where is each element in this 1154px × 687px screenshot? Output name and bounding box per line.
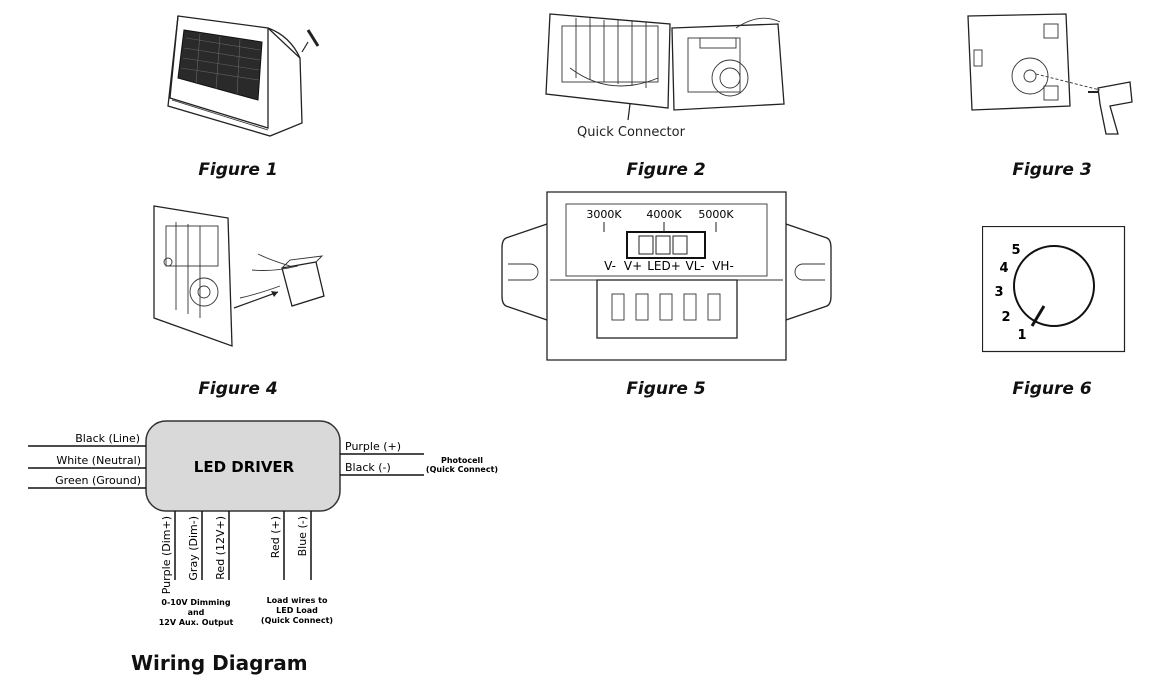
wire-label-green-ground: Green (Ground) [55,474,141,487]
dim-note-line-1: 0-10V Dimming [161,598,230,607]
terminal-label-vl-minus: VL- [685,259,704,273]
figure-6-caption: Figure 6 [1012,379,1092,399]
led-driver-label: LED DRIVER [194,458,295,476]
cct-3000k-label: 3000K [586,208,622,221]
cct-4000k-label: 4000K [646,208,682,221]
dim-note-line-3: 12V Aux. Output [159,618,234,627]
dial-number-4: 4 [999,261,1008,276]
terminal-labels: V- V+ LED+ VL- VH- [604,259,734,273]
photocell-label: Photocell [441,456,483,465]
terminal-label-led-plus: LED+ [647,259,681,273]
dial-number-3: 3 [994,285,1003,300]
dial-number-2: 2 [1001,310,1010,325]
figure-6-illustration: 5 4 3 2 1 [982,226,1126,353]
terminal-label-v-minus: V- [604,259,616,273]
figure-3-illustration [967,13,1133,135]
figure-2-illustration: Quick Connector [545,13,785,140]
figure-4-illustration [153,205,325,347]
wire-label-blue-minus: Blue (-) [296,516,309,556]
cct-selector-labels: 3000K 4000K 5000K [586,208,734,232]
figure-1-illustration [167,15,320,137]
dim-note-line-2: and [188,608,205,617]
wire-label-purple-dim-plus: Purple (Dim+) [160,516,173,594]
cct-5000k-label: 5000K [698,208,734,221]
quick-connector-callout: Quick Connector [577,125,686,140]
figure-3-caption: Figure 3 [1012,160,1092,180]
terminal-label-v-plus: V+ [624,259,642,273]
dial-number-1: 1 [1017,328,1026,343]
load-note-line-2: LED Load [276,606,318,615]
led-driver-box [145,420,341,512]
wire-label-red-plus: Red (+) [269,516,282,558]
wire-label-white-neutral: White (Neutral) [56,454,141,467]
load-note-line-1: Load wires to [267,596,328,605]
load-note-line-3: (Quick Connect) [261,616,333,625]
wiring-diagram: LED DRIVER Black (Line) White (Neutral) … [28,420,498,627]
terminal-label-vh-minus: VH- [712,259,734,273]
dial-number-5: 5 [1011,243,1020,258]
figure-2-caption: Figure 2 [626,160,706,180]
figure-4-caption: Figure 4 [198,379,278,399]
wiring-diagram-title: Wiring Diagram [131,651,308,675]
figure-5-caption: Figure 5 [626,379,706,399]
wire-label-black-line: Black (Line) [75,432,140,445]
figure-1-caption: Figure 1 [198,160,278,180]
wire-label-purple-plus: Purple (+) [345,440,401,453]
photocell-quick-connect-label: (Quick Connect) [426,465,498,474]
wire-label-red-12v-plus: Red (12V+) [214,516,227,580]
wire-label-gray-dim-minus: Gray (Dim-) [187,516,200,581]
figure-5-illustration: 3000K 4000K 5000K V- V+ LED+ VL- VH- [501,191,832,361]
wire-label-black-minus: Black (-) [345,461,391,474]
